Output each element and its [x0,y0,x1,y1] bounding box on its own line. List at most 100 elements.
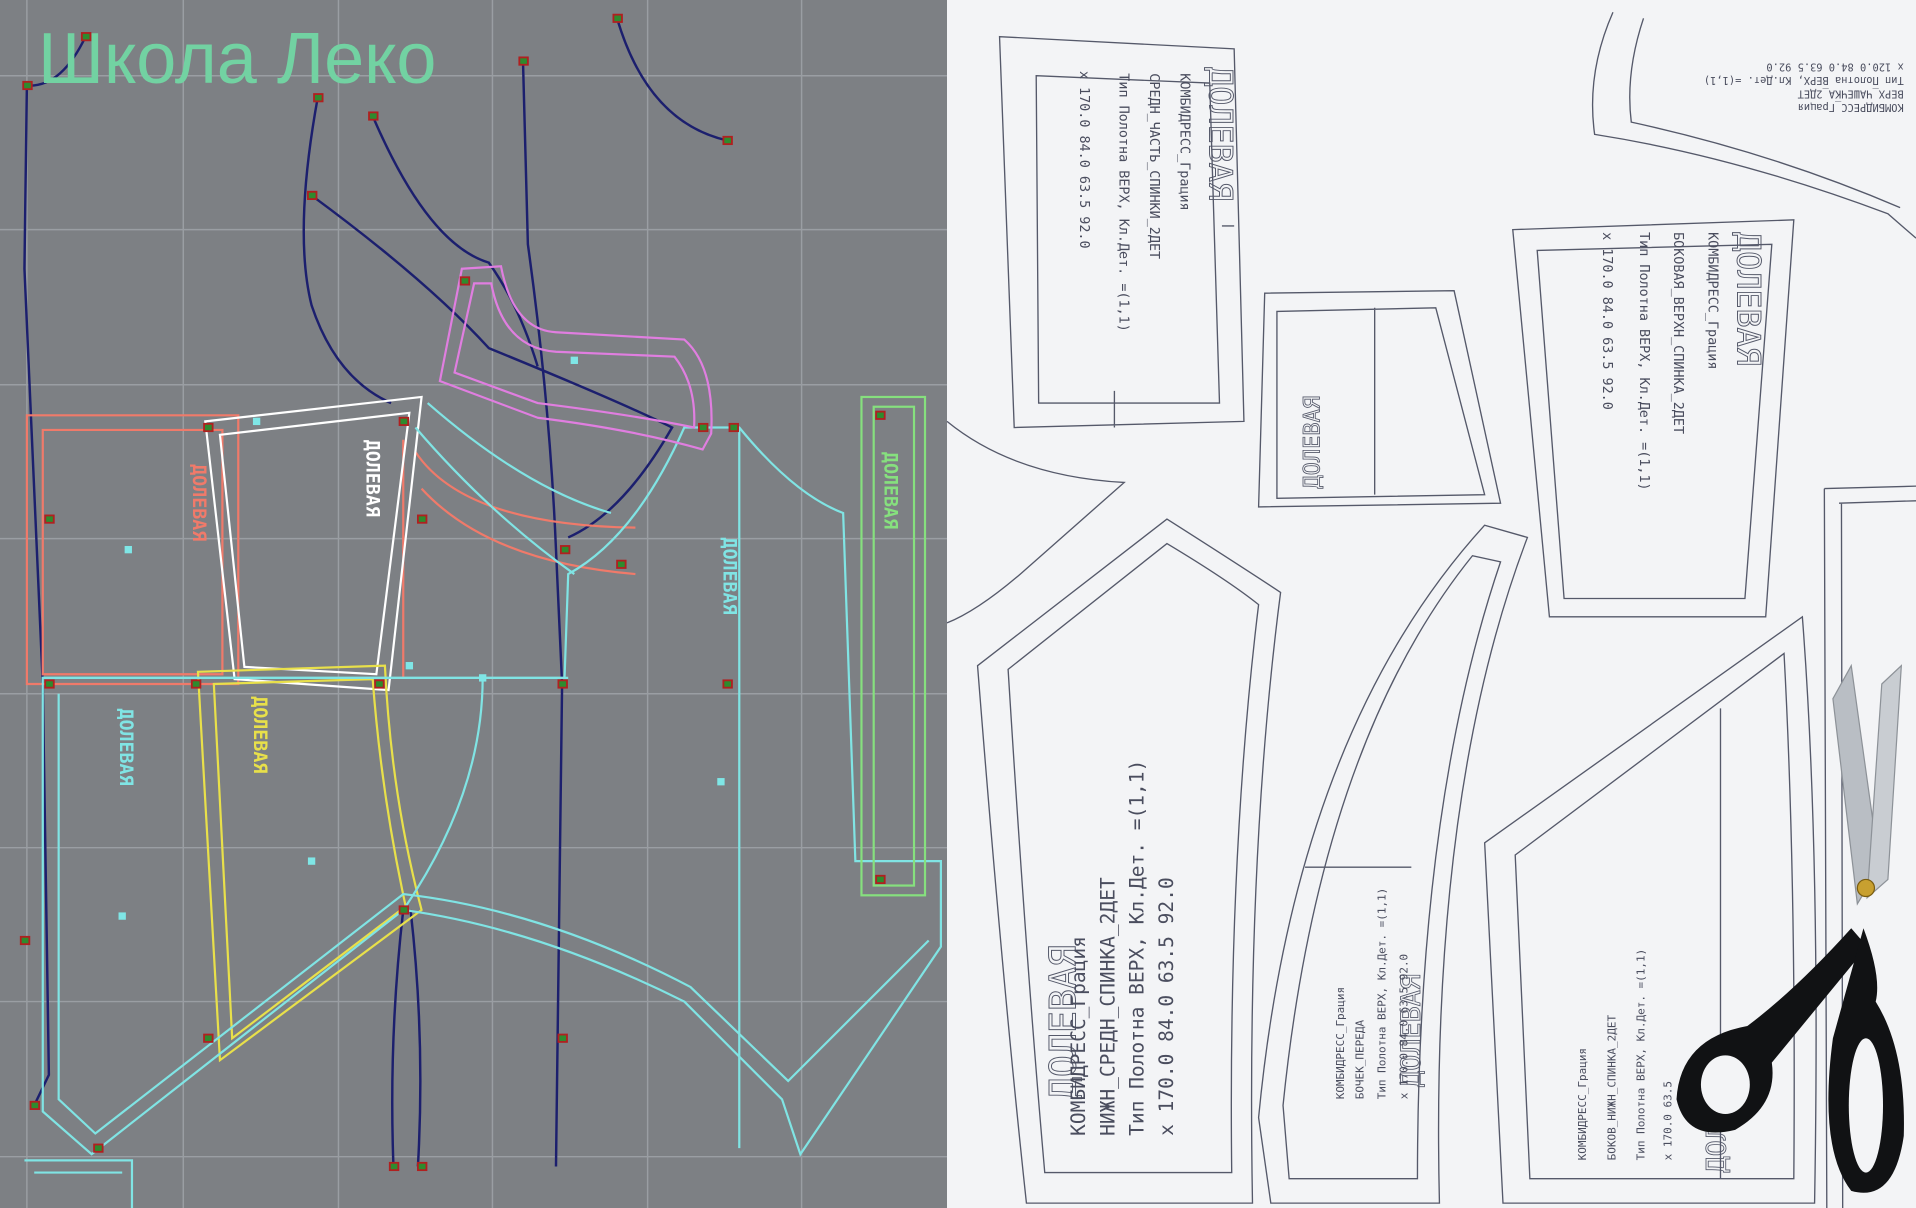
printed-patterns-panel: ДОЛЕВАЯ КОМБИДРЕСС_Грация СРЕДН_ЧАСТЬ_СП… [946,0,1916,1208]
piece-name: ВЕРХ_ЧАШЕЧКА_2ДЕТ [1797,87,1904,99]
watermark-title: Школа Леко [38,19,437,99]
grain-label: ДОЛЕВАЯ [1396,974,1427,1087]
cad-panel: ДОЛЕВАЯ ДОЛЕВАЯ ДОЛЕВАЯ ДОЛЕВАЯ ДОЛЕВАЯ … [0,0,948,1208]
piece-4-outline [1512,219,1795,618]
pattern-piece-green [860,395,927,897]
model-name: КОМБИДРЕСС_Грация [1067,936,1090,1136]
cad-grain-label-salmon: ДОЛЕВАЯ [188,464,209,541]
scissor-finger-hole [1700,1055,1750,1114]
cad-grain-label-yellow: ДОЛЕВАЯ [249,696,270,773]
piece-name: БОЧЕК_ПЕРЕДА [1354,1020,1367,1100]
pattern-piece-cyan [24,402,942,1208]
piece-1-label: ДОЛЕВАЯ КОМБИДРЕСС_Грация СРЕДН_ЧАСТЬ_СП… [1076,67,1238,332]
size-info: х 170.0 63.5 [1662,1081,1675,1160]
piece-left-edge [946,420,1126,624]
point-marker [728,422,739,433]
grain-label: ДОЛЕВАЯ [1301,396,1326,489]
control-marker [252,417,261,426]
point-marker [80,32,92,42]
piece-6-label: ДОЛЕВАЯ КОМБИДРЕСС_Грация БОЧЕК_ПЕРЕДА Т… [1334,888,1427,1100]
size-info: х 120.0 84.0 63.5 92.0 [1766,61,1903,73]
piece-name: СРЕДН_ЧАСТЬ_СПИНКИ_2ДЕТ [1146,73,1161,259]
point-marker [722,135,733,146]
point-marker [612,13,623,23]
piece-6-outline [1257,524,1529,1204]
point-marker [44,679,55,689]
point-marker [557,679,568,689]
fabric-info: Тип Полотна ВЕРХ, Кл.Дет. =(1,1) [1704,74,1904,86]
paper-background [947,0,1916,1208]
fabric-info: Тип Полотна ВЕРХ, Кл.Дет. =(1,1) [1126,760,1149,1136]
point-marker [875,410,886,420]
point-marker [93,1143,104,1153]
control-marker [570,356,578,364]
scissors [1676,663,1904,1193]
point-marker [22,80,33,91]
point-marker [557,1033,568,1043]
control-marker [118,912,126,920]
cad-grain-label-green: ДОЛЕВАЯ [880,452,901,529]
piece-5-outline [976,518,1282,1204]
piece-name: НИЖН_СРЕДН_СПИНКА_2ДЕТ [1096,877,1119,1136]
piece-1-outline [998,35,1245,429]
control-marker [307,857,316,865]
point-marker [616,559,627,569]
model-name: КОМБИДРЕСС_Грация [1704,232,1719,369]
model-name: КОМБИДРЕСС_Грация [1334,987,1347,1099]
model-name: КОМБИДРЕСС_Грация [1576,1048,1589,1160]
size-info: х 170.0 84.0 63.5 92.0 [1155,877,1178,1136]
point-marker [44,514,55,524]
point-marker [368,111,379,121]
point-marker [698,422,709,433]
scissor-pivot [1856,878,1876,898]
point-marker [559,545,571,555]
cad-grain-labels: ДОЛЕВАЯ ДОЛЕВАЯ ДОЛЕВАЯ ДОЛЕВАЯ ДОЛЕВАЯ … [115,440,901,786]
pattern-piece-pink [438,265,713,451]
grain-label: ДОЛЕВАЯ [1202,67,1238,201]
point-marker [203,1033,214,1043]
pattern-piece-white [204,395,423,692]
piece-4-label: ДОЛЕВАЯ КОМБИДРЕСС_Грация БОКОВАЯ_ВЕРХН_… [1599,232,1766,491]
point-marker [416,1161,428,1172]
model-name: КОМБИДРЕСС_Грация [1176,73,1191,210]
control-marker [405,662,414,670]
control-marker [124,545,132,554]
point-marker [313,93,324,103]
piece-8-outline [1823,485,1916,1208]
point-marker [459,276,471,286]
piece-name: БОКОВАЯ_ВЕРХН_СПИНКА_2ДЕТ [1670,232,1685,434]
control-marker [479,674,487,682]
pattern-outlines [946,11,1916,1208]
scissor-blade [1866,664,1903,900]
size-info: х 170.0 84.0 63.5 92.0 [1599,232,1614,410]
point-marker [398,905,410,915]
point-marker [19,935,31,946]
piece-2-label: ДОЛЕВАЯ [1300,396,1326,489]
grain-label: ДОЛЕВАЯ [1041,945,1084,1099]
point-marker [416,514,428,524]
cad-background [0,0,948,1208]
piece-5-label: ДОЛЕВАЯ КОМБИДРЕСС_Грация НИЖН_СРЕДН_СПИ… [1041,760,1178,1136]
point-marker [29,1100,41,1110]
fabric-info: Тип Полотна ВЕРХ, Кл.Дет. =(1,1) [1635,949,1648,1161]
pattern-piece-yellow [196,664,423,1063]
scissor-finger-hole [1848,1038,1884,1173]
piece-name: БОКОВ_НИЖН_СПИНКА_2ДЕТ [1605,1015,1618,1161]
point-marker [518,56,529,66]
fabric-info: Тип Полотна ВЕРХ, Кл.Дет. =(1,1) [1376,888,1389,1100]
base-construction-curves [23,17,728,1167]
piece-3-label: х 120.0 84.0 63.5 92.0 Тип Полотна ВЕРХ,… [1704,61,1904,113]
control-marker [717,778,725,786]
grain-label: ДОЛЕВАЯ [1730,232,1766,366]
piece-3-outline [1591,11,1916,239]
piece-2-outline [1257,290,1502,508]
point-marker [875,874,886,885]
cad-point-markers [19,13,886,1172]
point-marker [374,679,385,689]
fabric-info: Тип Полотна ВЕРХ, Кл.Дет. =(1,1) [1636,232,1651,491]
model-name: КОМБИДРЕСС_Грация [1798,101,1904,113]
point-marker [398,416,410,426]
cad-grain-label-white: ДОЛЕВАЯ [362,440,383,517]
cad-grain-label-cyan: ДОЛЕВАЯ [718,537,739,614]
